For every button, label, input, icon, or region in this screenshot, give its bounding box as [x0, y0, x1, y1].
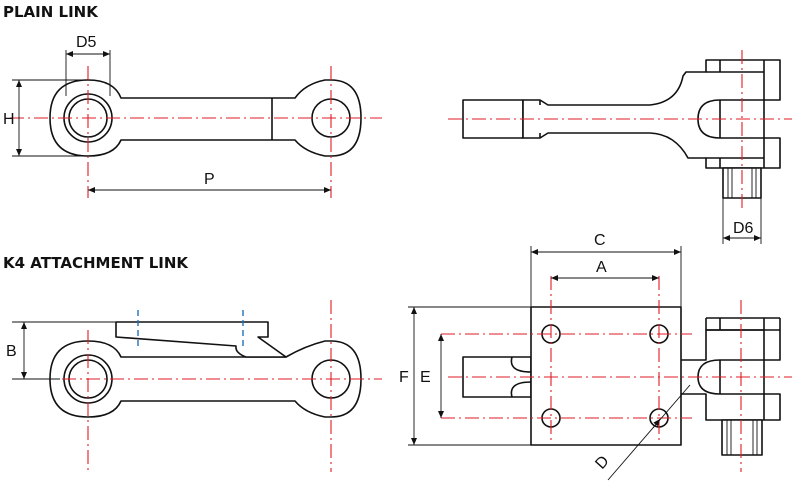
dim-label-p: P [204, 171, 215, 188]
k4-link-title: K4 ATTACHMENT LINK [3, 254, 189, 272]
plain-link-side-view [10, 66, 382, 198]
dim-label-c: C [594, 232, 606, 249]
plain-link-top-view [448, 50, 792, 212]
top-view-dimensions: D6 [722, 198, 762, 244]
dim-label-a: A [596, 259, 607, 276]
dim-label-d6: D6 [733, 220, 754, 237]
k4-link-side-view [14, 300, 382, 472]
dim-label-b: B [6, 343, 17, 360]
k4-side-dimensions: B [6, 321, 116, 380]
dim-label-d: D [592, 453, 612, 473]
dim-label-e: E [420, 369, 431, 386]
k4-link-top-view [441, 276, 792, 472]
dim-label-h: H [3, 111, 15, 128]
k4-top-dimensions: C A F E D [399, 232, 691, 481]
plain-link-title: PLAIN LINK [3, 3, 99, 21]
dim-label-f: F [399, 369, 409, 386]
dim-label-d5: D5 [76, 34, 97, 51]
plain-link-dimensions: D5 H P [3, 34, 331, 193]
